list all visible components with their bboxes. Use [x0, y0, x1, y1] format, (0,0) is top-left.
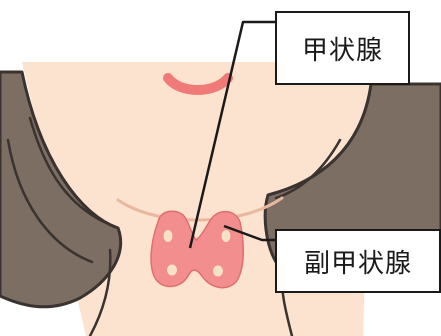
parathyroid-gland-icon — [213, 266, 223, 277]
parathyroid-gland-icon — [164, 230, 173, 242]
thyroid-label: 甲状腺 — [275, 11, 410, 85]
parathyroid-gland-icon — [167, 265, 177, 276]
parathyroid-gland-icon — [222, 230, 231, 242]
parathyroid-label: 副甲状腺 — [275, 229, 441, 293]
